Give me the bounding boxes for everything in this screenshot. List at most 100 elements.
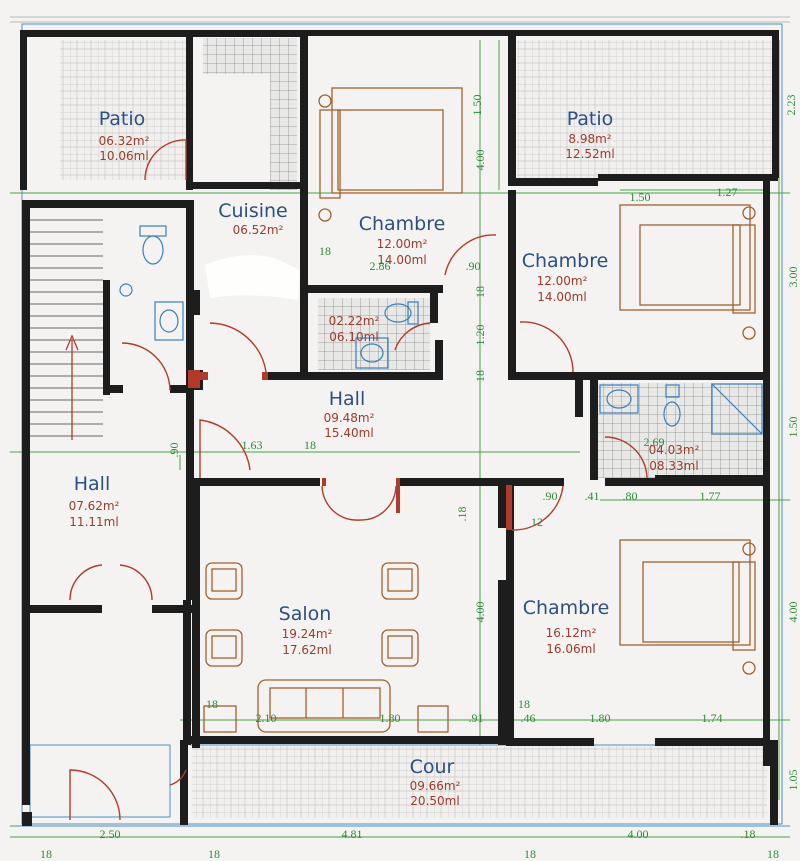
dimension-label: 18 <box>473 286 487 298</box>
kitchen-counter-side <box>270 74 297 190</box>
room-area: 19.24m² <box>282 627 333 641</box>
dimension-label: 18 <box>524 847 536 861</box>
room-area: 12.00m² <box>377 237 428 251</box>
dimension-label: 1.05 <box>786 770 800 791</box>
room-perimeter: 15.40ml <box>324 426 373 440</box>
dimension-label: 1.50 <box>786 417 800 438</box>
room-area: 09.48m² <box>324 411 375 425</box>
room-area: 09.66m² <box>410 779 461 793</box>
doors <box>69 139 648 821</box>
dimension-label: 3.00 <box>786 267 800 288</box>
room-chambre-bottom: Chambre 16.12m² 16.06ml <box>523 597 610 656</box>
room-name: Chambre <box>359 213 446 235</box>
dimension-label: 2.69 <box>644 435 665 449</box>
room-perimeter: 17.62ml <box>282 643 331 657</box>
door-frames <box>188 370 512 530</box>
room-name: Hall <box>329 388 366 410</box>
dimension-label: .41 <box>585 489 600 503</box>
room-name: Patio <box>567 108 614 130</box>
armchairs <box>205 562 419 667</box>
correction-patch <box>205 255 300 300</box>
dimension-label: 1.80 <box>380 711 401 725</box>
room-name: Chambre <box>523 597 610 619</box>
room-cuisine: Cuisine 06.52m² <box>218 200 288 237</box>
room-patio-right: Patio 8.98m² 12.52ml <box>565 108 614 161</box>
dimension-label: 18 <box>304 438 316 452</box>
dimension-label: 2.10 <box>256 711 277 725</box>
kitchen-counter-top <box>203 38 297 74</box>
dimension-label: 4.00 <box>786 602 800 623</box>
patio-left-tiles <box>60 40 188 180</box>
dimension-label: 2.50 <box>100 827 121 841</box>
staircase <box>30 219 103 440</box>
dimension-label: .18 <box>741 827 756 841</box>
room-area: 04.03m² <box>649 443 700 457</box>
cour-tiles <box>192 746 767 818</box>
room-perimeter: 12.52ml <box>565 147 614 161</box>
dimension-label: 1.77 <box>700 489 721 503</box>
dimension-label: 18 <box>208 847 220 861</box>
dimension-label: 18 <box>518 697 530 711</box>
room-perimeter: 16.06ml <box>546 642 595 656</box>
room-perimeter: 08.33ml <box>649 459 698 473</box>
dimension-label: 18 <box>319 244 331 258</box>
dimension-label: 2.86 <box>370 259 391 273</box>
dimension-label: 18 <box>473 370 487 382</box>
room-hall-left: Hall 07.62m² 11.11ml <box>69 473 120 529</box>
dimension-label: .90 <box>167 443 181 458</box>
room-name: Salon <box>279 603 332 625</box>
room-area: 16.12m² <box>546 626 597 640</box>
dimension-label: .90 <box>543 489 558 503</box>
dimension-label: .91 <box>469 711 484 725</box>
room-perimeter: 20.50ml <box>410 794 459 808</box>
room-perimeter: 11.11ml <box>69 515 118 529</box>
room-chambre-right: Chambre 12.00m² 14.00ml <box>522 250 609 304</box>
patio-right-tiles <box>517 40 775 180</box>
room-name: Cuisine <box>218 200 288 222</box>
dimension-label: .90 <box>466 259 481 273</box>
walls <box>20 30 779 826</box>
dimension-label: 2.23 <box>784 95 798 116</box>
dimension-label: 1.63 <box>242 438 263 452</box>
bed-bottom <box>619 539 756 675</box>
room-name: Chambre <box>522 250 609 272</box>
room-salon: Salon 19.24m² 17.62ml <box>279 603 333 657</box>
dimension-label: 18 <box>206 697 218 711</box>
dimension-label: .80 <box>623 489 638 503</box>
dimension-label: 1.50 <box>470 95 484 116</box>
room-area: 02.22m² <box>329 314 380 328</box>
dimension-label: 1.80 <box>590 711 611 725</box>
room-bathroom: 04.03m² 08.33ml <box>649 443 700 473</box>
room-wc: 02.22m² 06.10ml <box>329 314 380 344</box>
furniture <box>203 87 756 733</box>
dimension-label: 1.20 <box>473 325 487 346</box>
bed-top <box>318 87 463 222</box>
dimension-labels: 1.50 2.23 4.00 1.50 1.27 18 2.86 .90 18 … <box>40 95 800 861</box>
room-perimeter: 14.00ml <box>377 253 426 267</box>
room-area: 07.62m² <box>69 499 120 513</box>
dimension-label: 4.00 <box>628 827 649 841</box>
room-name: Cour <box>410 756 455 778</box>
room-area: 06.32m² <box>99 134 150 148</box>
room-name: Hall <box>74 473 111 495</box>
room-chambre-top: Chambre 12.00m² 14.00ml <box>359 213 446 267</box>
dimension-label: 18 <box>40 847 52 861</box>
dimension-label: 1.50 <box>630 190 651 204</box>
room-perimeter: 10.06ml <box>99 149 148 163</box>
dimension-label: 1.27 <box>717 185 738 199</box>
bed-right <box>619 204 756 340</box>
room-area: 06.52m² <box>233 223 284 237</box>
sofa <box>203 679 449 733</box>
dimension-label: .46 <box>521 711 536 725</box>
dimension-label: 4.81 <box>342 827 363 841</box>
room-patio-left: Patio 06.32m² 10.06ml <box>99 108 150 163</box>
dimension-label: 12 <box>531 515 543 529</box>
dimension-label: 1.74 <box>702 711 723 725</box>
room-area: 12.00m² <box>537 274 588 288</box>
dimension-label: 4.00 <box>473 602 487 623</box>
room-cour: Cour 09.66m² 20.50ml <box>410 756 461 808</box>
wc-tiles <box>318 298 430 370</box>
dimension-label: 18 <box>767 847 779 861</box>
room-area: 8.98m² <box>568 132 611 146</box>
